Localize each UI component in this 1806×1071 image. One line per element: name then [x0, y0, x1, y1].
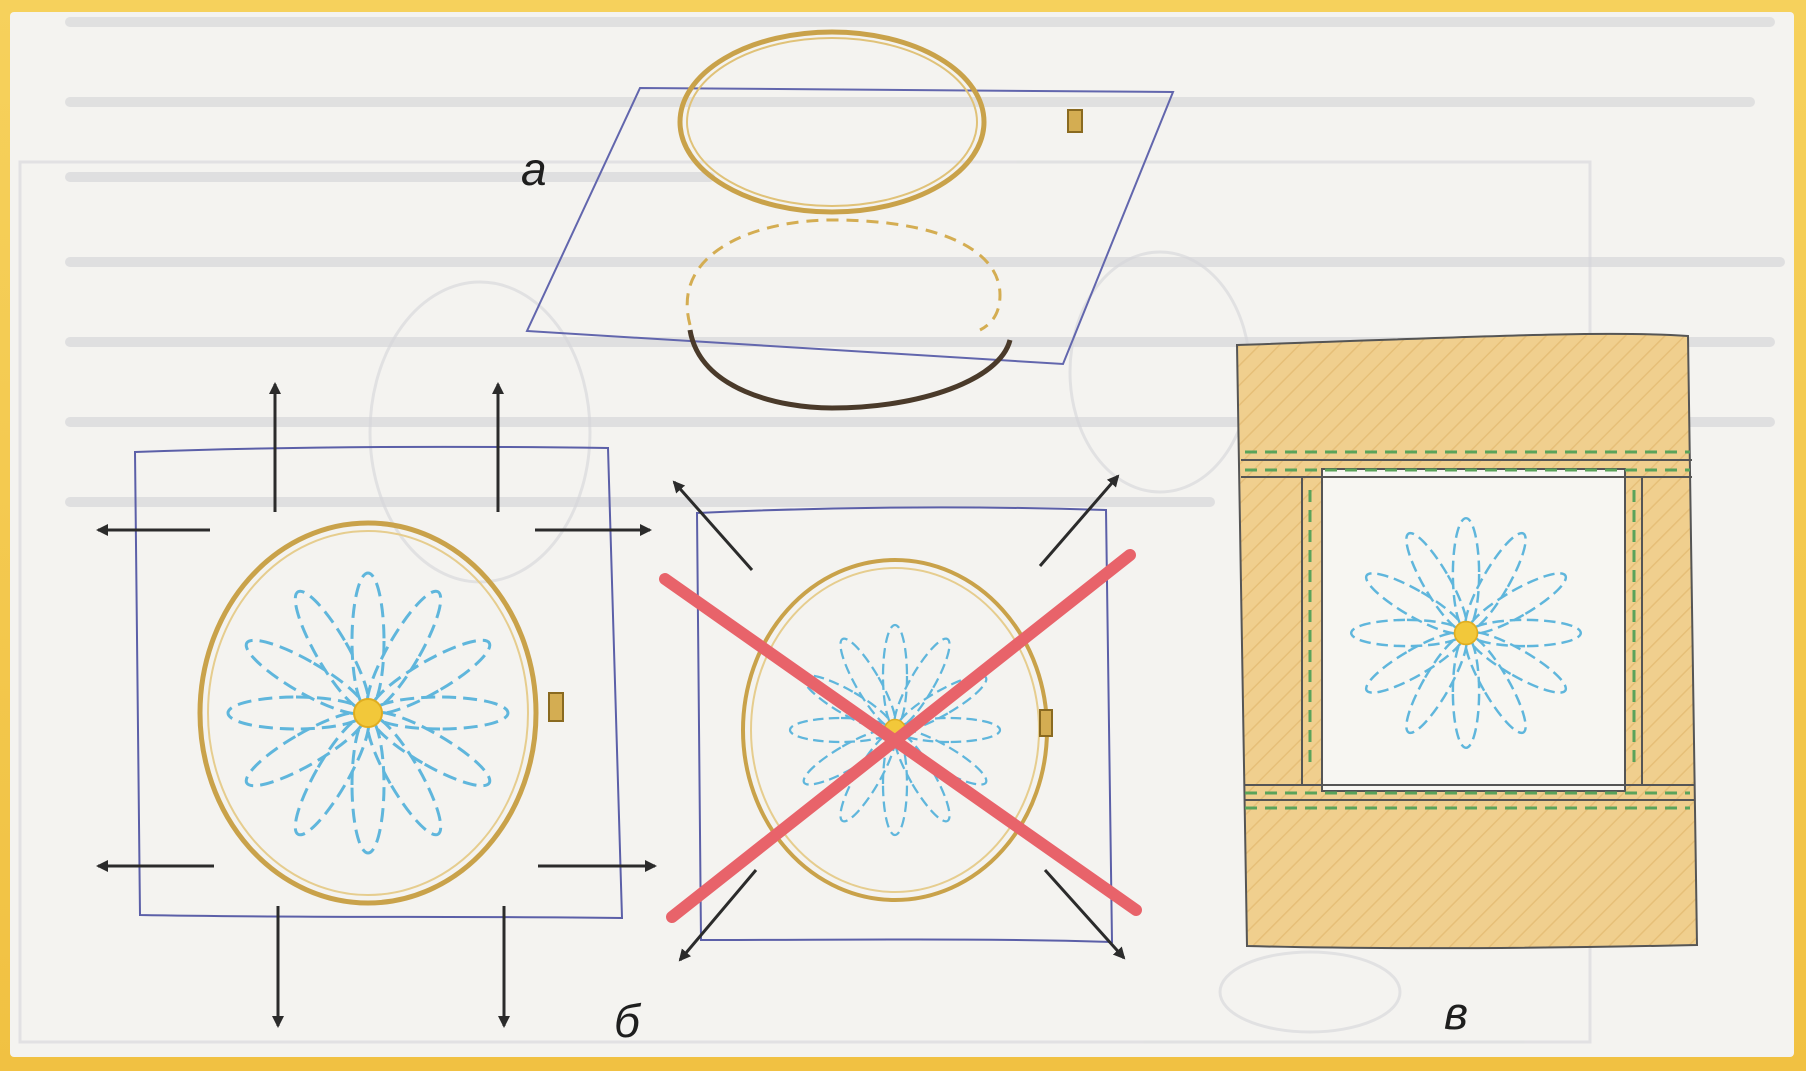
- fabric-square: [135, 447, 622, 918]
- hoop-screw-clamp: [1040, 710, 1052, 736]
- inner-hoop-hidden: [687, 220, 1000, 330]
- daisy-pattern: [228, 573, 508, 853]
- hoop-screw-clamp: [1068, 110, 1082, 132]
- part-b-correct-stretch: [98, 384, 655, 1026]
- label-a: а: [521, 142, 547, 196]
- outer-hoop-ring: [680, 32, 984, 212]
- part-a-hoop-assembly: [527, 32, 1173, 408]
- inner-hoop-ring: [690, 330, 1010, 408]
- part-c-taped-fabric: [1237, 334, 1697, 948]
- part-b-incorrect-stretch: [665, 476, 1136, 960]
- label-b: б: [614, 994, 640, 1048]
- label-v: в: [1444, 986, 1468, 1040]
- hoop-screw-clamp: [549, 693, 563, 721]
- wrong-cross-mark: [665, 555, 1136, 917]
